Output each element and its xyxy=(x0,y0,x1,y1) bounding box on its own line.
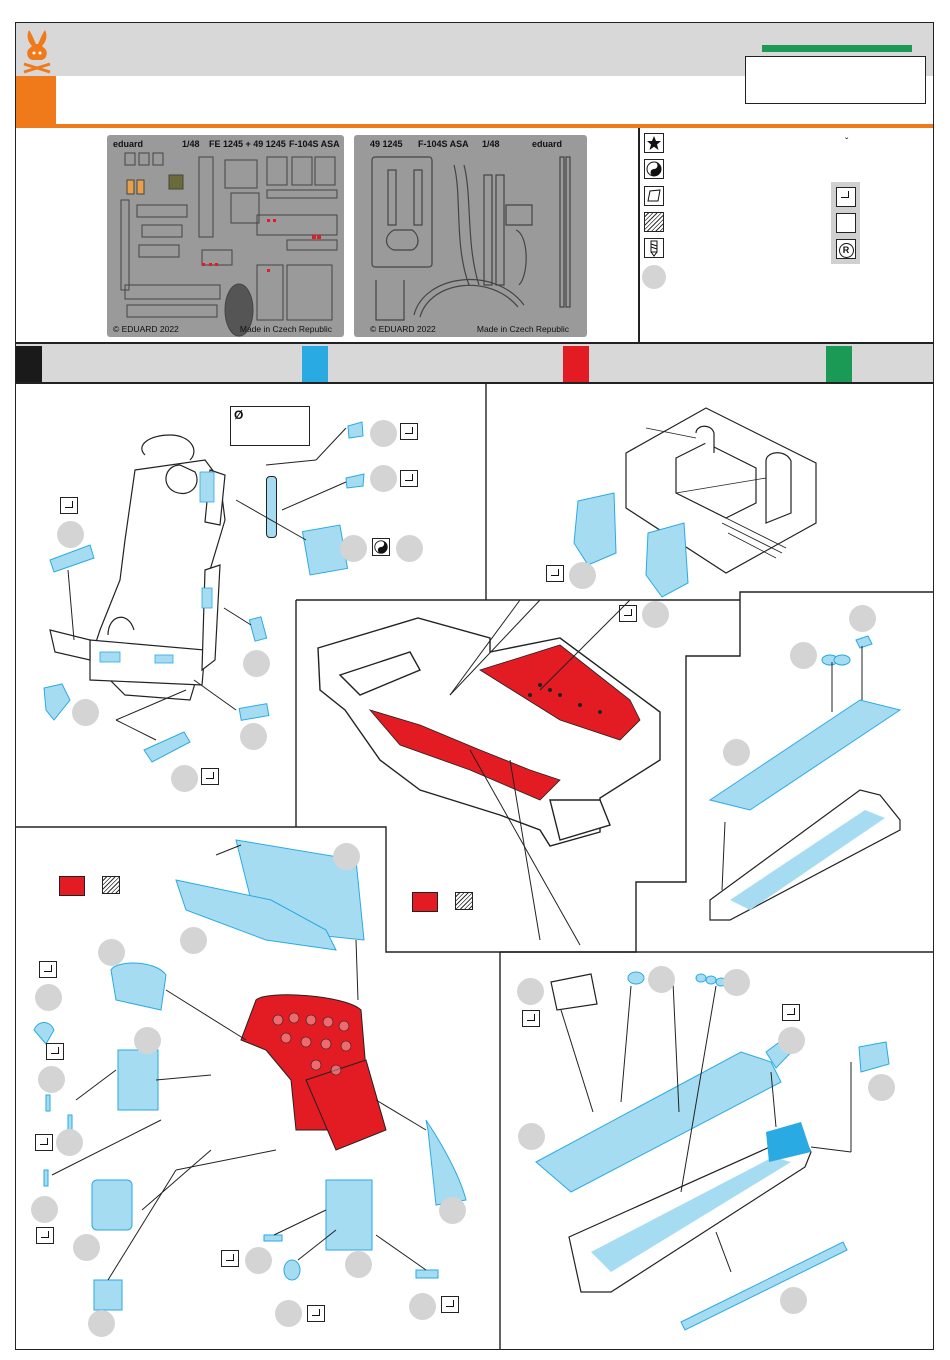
step-callout xyxy=(780,1287,807,1314)
bend-icon xyxy=(39,961,57,978)
bend-icon xyxy=(60,497,78,514)
yin-yang-icon xyxy=(372,538,390,556)
step-callout xyxy=(98,939,125,966)
bend-icon xyxy=(400,470,418,487)
step-callout xyxy=(569,562,596,589)
bend-icon xyxy=(46,1043,64,1060)
bend-icon xyxy=(201,768,219,785)
step-callout xyxy=(370,420,397,447)
bend-icon xyxy=(782,1004,800,1021)
step-callout xyxy=(245,1247,272,1274)
step-callout xyxy=(57,521,84,548)
bend-icon xyxy=(36,1227,54,1244)
step-callout xyxy=(345,1251,372,1278)
step-callout xyxy=(240,723,267,750)
step-callout xyxy=(171,765,198,792)
step-callout xyxy=(723,739,750,766)
step-callout xyxy=(38,1066,65,1093)
step-callout xyxy=(518,1123,545,1150)
step-callout xyxy=(790,642,817,669)
step-callout xyxy=(31,1196,58,1223)
step-callout xyxy=(340,535,367,562)
step-callout xyxy=(723,969,750,996)
console-left-drawing xyxy=(501,952,933,1350)
step-callout xyxy=(35,984,62,1011)
step-callout xyxy=(180,927,207,954)
bend-icon xyxy=(221,1250,239,1267)
step-callout xyxy=(439,1197,466,1224)
step-callout xyxy=(73,1234,100,1261)
step-callout xyxy=(275,1300,302,1327)
step-callout xyxy=(88,1310,115,1337)
step-callout xyxy=(849,605,876,632)
step-callout xyxy=(333,843,360,870)
step-callout xyxy=(370,465,397,492)
bend-icon xyxy=(307,1305,325,1322)
step-callout xyxy=(648,966,675,993)
step-callout xyxy=(396,535,423,562)
step-callout xyxy=(72,699,99,726)
step-callout xyxy=(134,1027,161,1054)
step-callout xyxy=(409,1293,436,1320)
bend-icon xyxy=(546,565,564,582)
step-callout xyxy=(517,978,544,1005)
step-callout xyxy=(868,1074,895,1101)
step-callout xyxy=(56,1129,83,1156)
step-callout xyxy=(778,1027,805,1054)
step-callout xyxy=(243,650,270,677)
bend-icon xyxy=(441,1296,459,1313)
bend-icon xyxy=(522,1010,540,1027)
bend-icon xyxy=(35,1134,53,1151)
bend-icon xyxy=(400,423,418,440)
